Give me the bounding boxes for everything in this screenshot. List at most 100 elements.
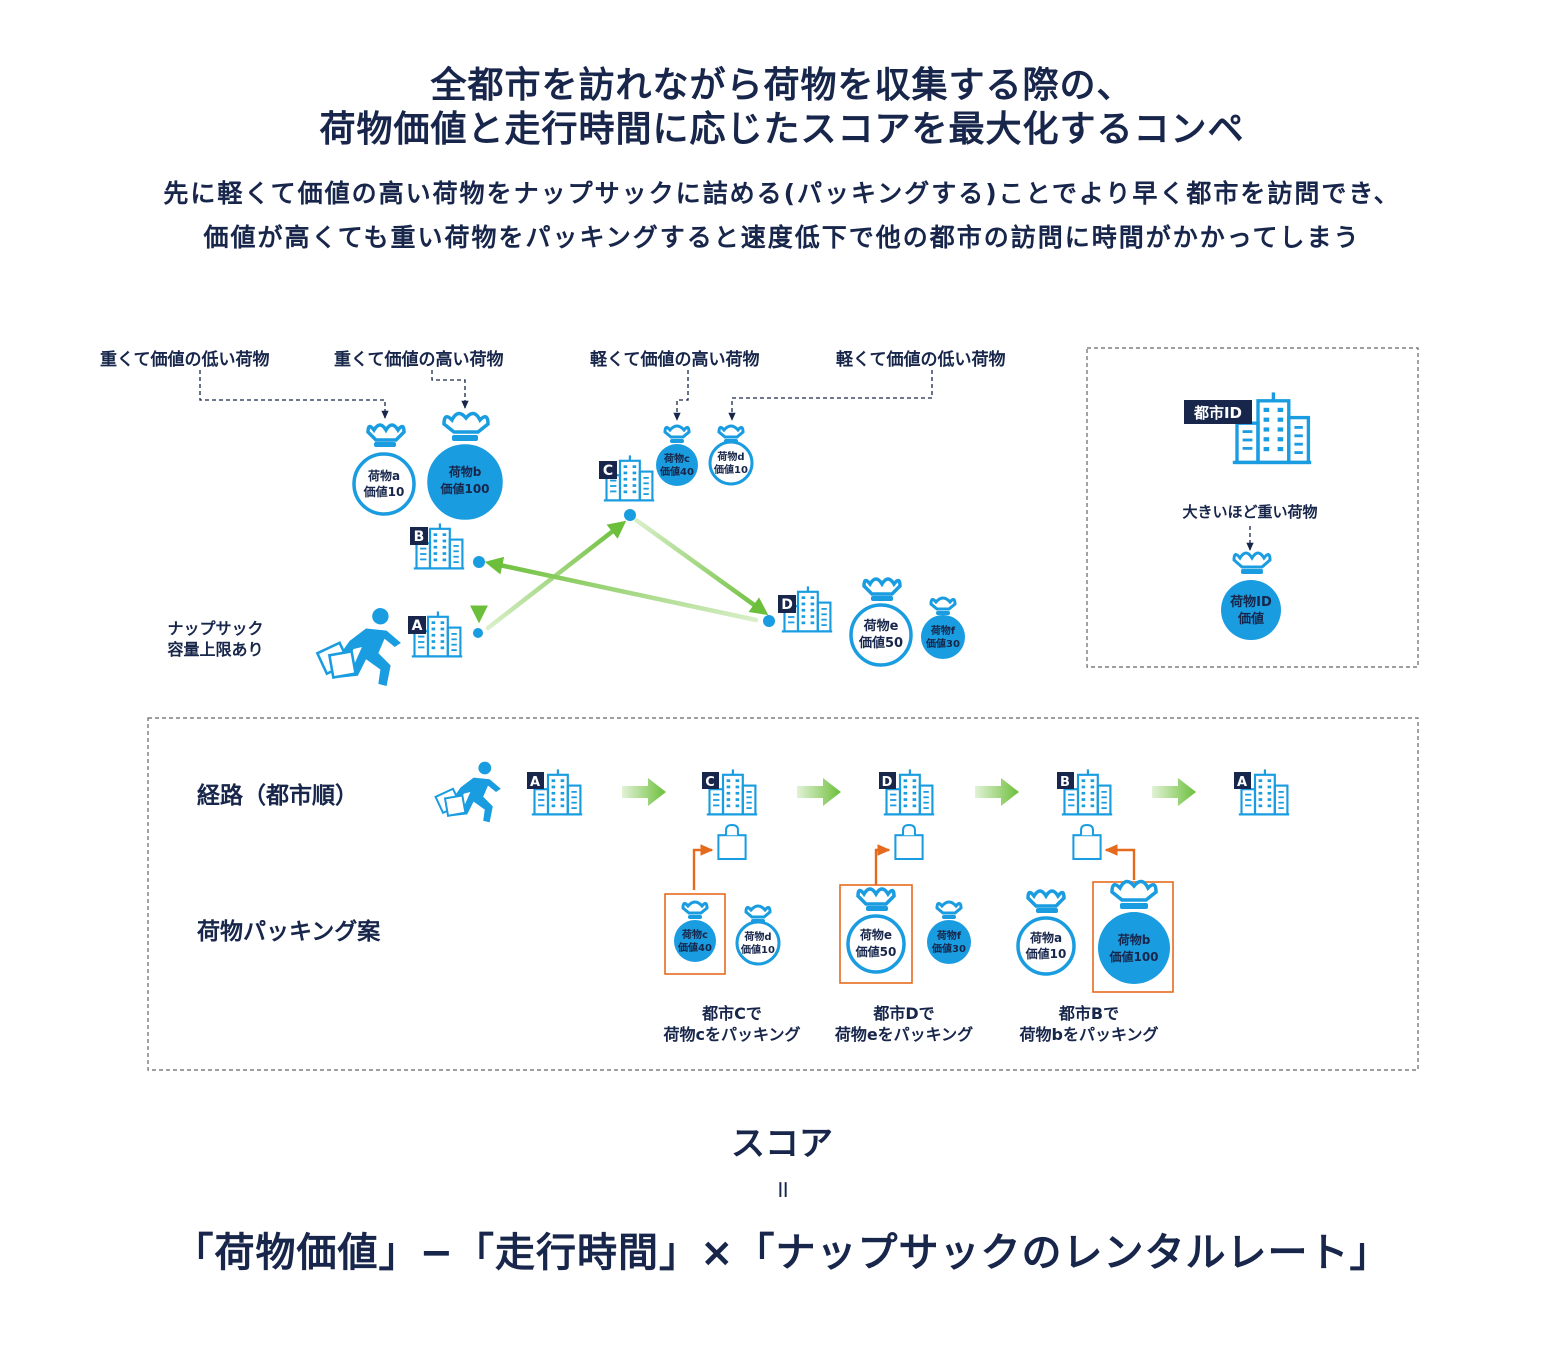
city-b-tag: B [414,529,425,545]
route-city-5: A [1234,768,1291,816]
route-city-5-tag: A [1237,775,1247,790]
leader-heavy-low [199,370,389,419]
node-c [624,509,636,521]
pack-bag-a-value: 価値10 [1025,946,1067,961]
packing-step-1-line2: 荷物cをパッキング [663,1025,801,1044]
packed-bag-d-icon [894,823,924,861]
pack-bag-e-name: 荷物e [859,927,892,942]
route-arrow-2 [797,778,841,806]
route-arrow-4 [1152,778,1196,806]
route-runner-icon [434,760,502,824]
selected-bag-c-box [664,893,726,975]
packing-step-3-line2: 荷物bをパッキング [1019,1025,1159,1044]
bag-e-name: 荷物e [863,618,899,634]
packing-step-1-line1: 都市Cで [702,1004,762,1023]
page-title-line1: 全都市を訪れながら荷物を収集する際の、 [430,65,1134,106]
bag-a: 荷物a 価値10 [352,423,416,516]
score-title: スコア [731,1124,833,1164]
packing-step-2-line1: 都市Dで [873,1004,935,1023]
bag-b-value: 価値100 [439,481,489,496]
packed-bag-c-icon [717,823,747,861]
bag-c: 荷物c 価値40 [656,424,698,486]
pack-bag-b-name: 荷物b [1117,932,1151,947]
city-d-tag: D [781,597,793,613]
legend-bag-name: 荷物ID [1229,594,1272,610]
runner-knapsack-icon [316,606,403,688]
route-city-2-tag: C [705,775,715,790]
edge-c-to-d [633,517,769,616]
score-formula: 「荷物価値」−「走行時間」×「ナップサックのレンタルレート」 [173,1230,1391,1276]
route-arrow-3 [975,778,1019,806]
bag-e: 荷物e 価値50 [849,577,913,667]
bag-f-name: 荷物f [930,624,956,637]
node-b [473,556,485,568]
bag-e-value: 価値50 [858,635,903,651]
bag-d-name: 荷物d [716,450,744,463]
pack-arrow-b [1104,844,1136,880]
legend-city-tag: 都市ID [1193,404,1242,422]
pack-bag-d: 荷物d 価値10 [735,904,781,966]
pack-bag-d-value: 価値10 [740,943,775,956]
bag-f-value: 価値30 [925,637,960,650]
edge-d-to-b [484,556,759,623]
legend-size-note: 大きいほど重い荷物 [1182,503,1317,521]
route-city-2: C [702,768,759,816]
route-network-diagram: A B C D 荷物a 価値10 荷物b 価値100 荷物c 価値40 [199,347,1419,688]
knapsack-note-line1: ナップサック [167,619,264,638]
pack-bag-f-value: 価値30 [931,942,966,955]
bag-a-value: 価値10 [363,484,405,499]
subtitle-line2: 価値が高くても重い荷物をパッキングすると速度低下で他の都市の訪問に時間がかかって… [203,223,1361,252]
route-city-3-tag: D [882,775,893,790]
pack-bag-f: 荷物f 価値30 [927,900,971,964]
packing-label: 荷物パッキング案 [197,919,381,945]
route-packing-panel: A C D B A [147,717,1419,1071]
bag-b-name: 荷物b [448,464,482,479]
pack-bag-a-name: 荷物a [1029,930,1062,945]
leader-heavy-high [431,370,469,409]
selected-bag-b-box [1092,881,1174,993]
city-a-tag: A [412,618,423,634]
route-city-1: A [527,768,584,816]
legend-bag: 荷物ID 価値 [1221,551,1281,640]
bag-c-name: 荷物c [663,452,690,465]
pack-bag-a: 荷物a 価値10 [1016,889,1076,976]
route-city-3: D [879,768,936,816]
leader-light-high [673,370,689,421]
pack-bag-b: 荷物b 価値100 [1098,879,1170,984]
bag-c-value: 価値40 [659,465,694,478]
packed-bag-b-icon [1072,823,1102,861]
route-city-4: B [1057,768,1114,816]
bag-a-name: 荷物a [367,468,400,483]
callout-heavy-low: 重くて価値の低い荷物 [100,350,270,370]
bag-d: 荷物d 価値10 [708,424,754,486]
pack-bag-c: 荷物c 価値40 [674,900,716,962]
route-city-1-tag: A [530,775,540,790]
city-c-tag: C [603,463,613,479]
score-equals: ॥ [774,1175,790,1203]
route-label: 経路（都市順） [197,783,358,809]
packing-step-3-line1: 都市Bで [1058,1004,1120,1023]
route-city-4-tag: B [1060,775,1070,790]
pack-bag-d-name: 荷物d [743,930,771,943]
pack-arrow-e [874,844,891,885]
route-arrow-1 [622,778,666,806]
knapsack-note-line2: 容量上限あり [167,640,264,659]
route-packing-box [147,717,1419,1071]
knapsack-capacity-note: ナップサック 容量上限あり [158,618,273,660]
page-title-line2: 荷物価値と走行時間に応じたスコアを最大化するコンペ [319,109,1245,150]
selected-bag-e-box [839,884,913,984]
callout-heavy-high: 重くて価値の高い荷物 [334,350,504,370]
callout-light-high: 軽くて価値の高い荷物 [590,350,760,370]
pack-bag-c-name: 荷物c [681,928,708,941]
pack-arrow-c [692,844,714,890]
pack-bag-e-value: 価値50 [855,944,897,959]
pack-bag-b-value: 価値100 [1108,949,1158,964]
legend-bag-value: 価値 [1237,611,1264,627]
legend-city-tag-box [1184,400,1252,424]
packing-step-1: 都市Cで 荷物cをパッキング [650,1003,814,1045]
bag-f: 荷物f 価値30 [921,596,965,659]
pack-bag-e: 荷物e 価値50 [846,887,906,974]
subtitle-line1: 先に軽くて価値の高い荷物をナップサックに詰める(パッキングする)ことでより早く都… [163,179,1401,208]
packing-step-2: 都市Dで 荷物eをパッキング [822,1003,986,1045]
bag-d-value: 価値10 [713,463,748,476]
